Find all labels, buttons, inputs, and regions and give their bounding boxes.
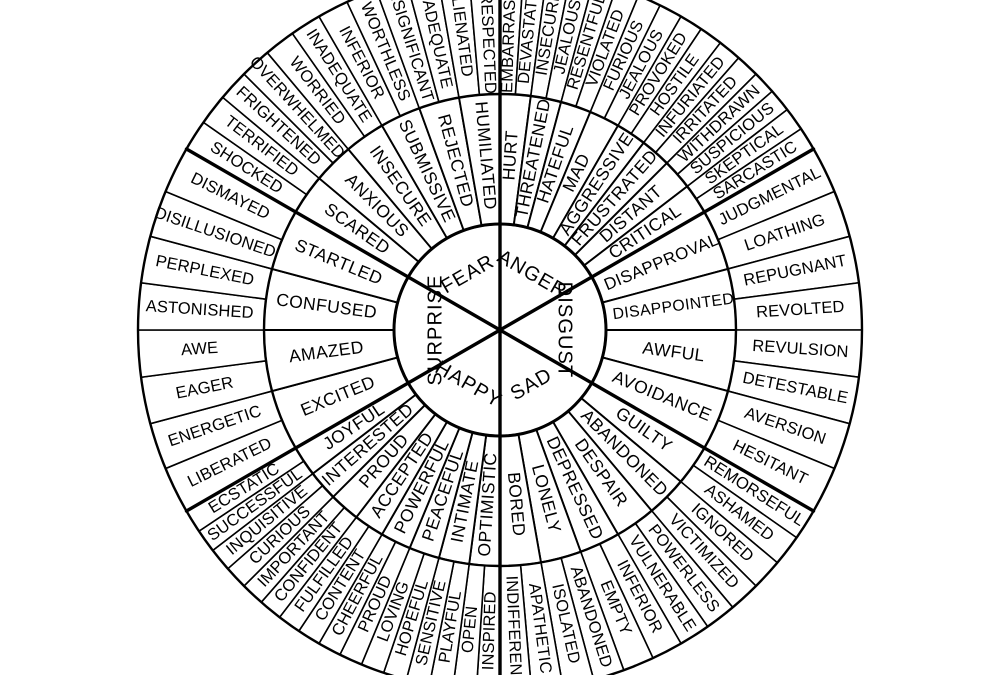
inner-ring-circle xyxy=(392,222,608,438)
tertiary-label-revolted: REVOLTED xyxy=(756,298,846,322)
tertiary-label-awe: AWE xyxy=(180,339,218,359)
secondary-label-hurt: HURT xyxy=(498,130,521,181)
core-label-disgust: DISGUST xyxy=(553,282,575,379)
tertiary-label-disrespected: DISRESPECTED xyxy=(476,0,500,94)
spokes-layer xyxy=(136,0,864,675)
tertiary-label-open: OPEN xyxy=(459,605,482,654)
sector-divider-fear xyxy=(184,147,502,332)
middle-ring-circle xyxy=(262,92,738,568)
core-label-surprise: SURPRISE xyxy=(425,274,447,385)
sector-divider-disgust xyxy=(498,147,816,332)
sector-divider-sad xyxy=(498,328,816,513)
outer-ring-circle xyxy=(136,0,864,675)
sector-divider-surprise xyxy=(184,328,502,513)
tertiary-label-embarrassed: EMBARRASSED xyxy=(498,0,520,93)
tertiary-label-inspired: INSPIRED xyxy=(479,591,500,670)
tertiary-label-indifferent: INDIFFERENT xyxy=(502,575,525,675)
